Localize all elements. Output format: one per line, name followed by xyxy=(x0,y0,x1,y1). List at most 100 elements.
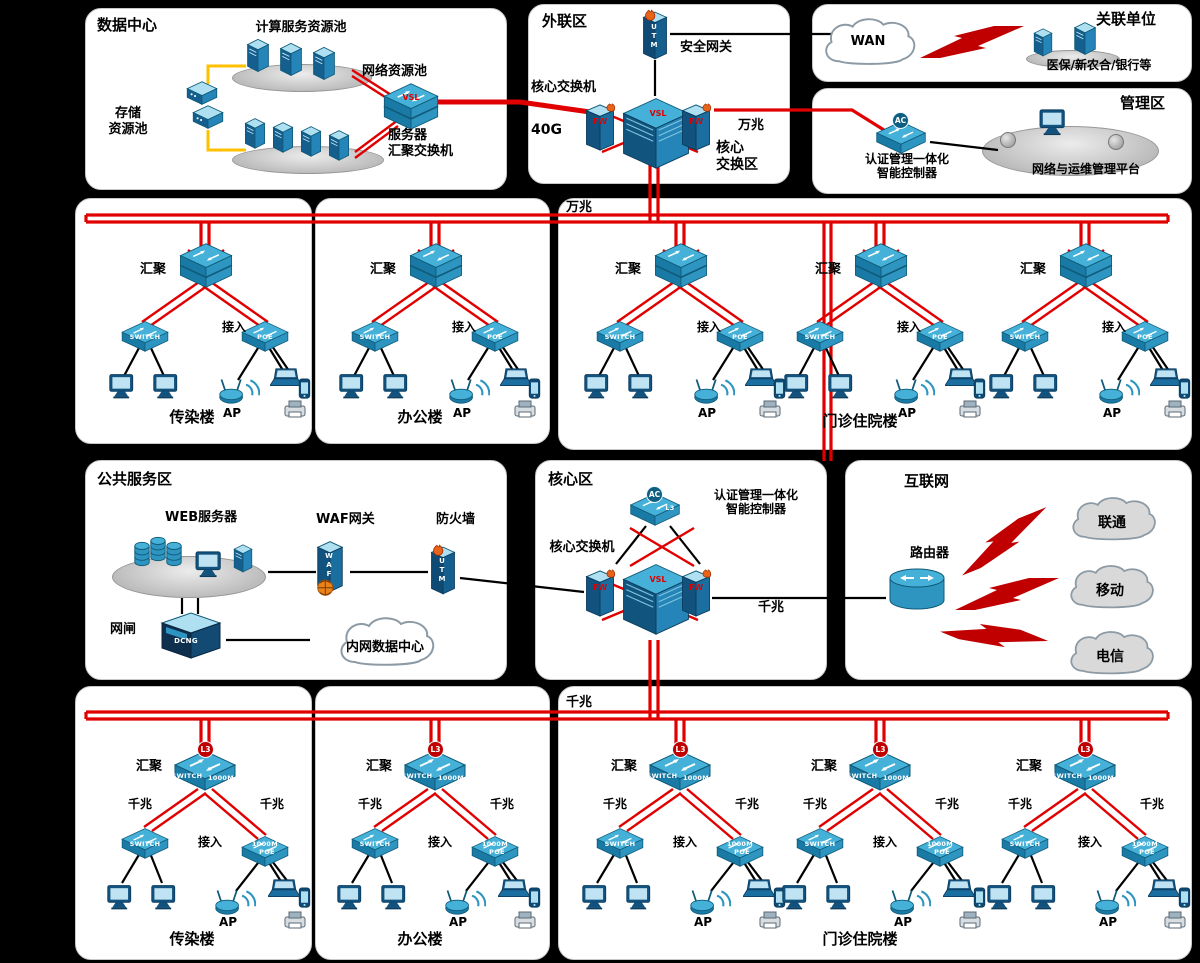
core-area-label-line2: 交换区 xyxy=(716,156,758,173)
switch-text: SWITCH xyxy=(1009,333,1041,341)
wireless-ap-icon xyxy=(214,885,256,917)
compute-server-icon xyxy=(311,44,337,82)
aggregation-label: 汇聚 xyxy=(135,759,162,774)
zone-building1-top xyxy=(75,198,312,444)
ac-badge: AC xyxy=(646,486,663,503)
management-controller-label-line2: 智能控制器 xyxy=(876,166,937,181)
ap-label: AP xyxy=(452,406,472,420)
1000m-text: 1000M xyxy=(1131,840,1159,848)
core-switch-label-bottom: 核心交换机 xyxy=(549,540,615,555)
gigabit-label-left: 千兆 xyxy=(802,797,827,811)
gigabit-label-left: 千兆 xyxy=(127,797,152,811)
pc-icon xyxy=(1032,372,1062,400)
gigabit-label-left: 千兆 xyxy=(1007,797,1032,811)
1000m-text: 1000M xyxy=(682,774,710,782)
pc-icon xyxy=(336,883,366,911)
switch-text: SWITCH xyxy=(171,772,203,780)
pc-icon xyxy=(382,372,412,400)
printer-icon xyxy=(284,911,306,929)
bottom-backbone-label: 千兆 xyxy=(566,695,593,710)
laptop-icon xyxy=(1148,877,1180,901)
switch-text: SWITCH xyxy=(129,840,161,848)
aggregation-switch-stack-icon xyxy=(407,242,465,288)
printer-icon xyxy=(959,911,981,929)
aggregation-switch-stack-icon xyxy=(177,242,235,288)
external-title: 外联区 xyxy=(542,12,588,30)
gear-icon xyxy=(1000,132,1016,148)
zone-core xyxy=(535,460,827,680)
storage-pool-label-line1: 存储 xyxy=(114,106,141,121)
wireless-ap-icon xyxy=(689,885,731,917)
management-controller-label: 认证管理一体化 智能控制器 xyxy=(848,152,966,181)
wireless-ap-icon xyxy=(218,374,260,406)
aggregation-switch-stack-icon xyxy=(852,242,910,288)
firewall-module-icon xyxy=(678,568,714,618)
phone-icon xyxy=(1178,887,1191,908)
internet-title: 互联网 xyxy=(904,472,950,490)
gap-label: 网闸 xyxy=(110,622,137,637)
phone-icon xyxy=(1178,378,1191,399)
intranet-datacenter-label: 内网数据中心 xyxy=(345,640,424,655)
server-agg-label-line2: 汇聚交换机 xyxy=(388,143,454,159)
ap-label: AP xyxy=(448,915,468,929)
gear-icon xyxy=(1108,134,1124,150)
building2-bottom-label: 办公楼 xyxy=(397,930,443,948)
pc-icon xyxy=(152,372,182,400)
switch-text: SWITCH xyxy=(359,840,391,848)
pc-icon xyxy=(988,372,1018,400)
access-label: 接入 xyxy=(427,835,452,849)
wireless-ap-icon xyxy=(889,885,931,917)
management-controller-label-line1: 认证管理一体化 xyxy=(864,152,949,166)
core-area-label: 核心 交换区 xyxy=(716,140,780,174)
building3-top-label: 门诊住院楼 xyxy=(822,412,898,430)
laptop-icon xyxy=(943,877,975,901)
1000m-text: 1000M xyxy=(251,840,279,848)
poe-text: POE xyxy=(487,333,503,341)
storage-unit-icon xyxy=(190,104,226,130)
access-label: 接入 xyxy=(896,320,921,334)
storage-pool-label-line2: 资源池 xyxy=(108,121,148,137)
compute-server-icon xyxy=(278,40,304,78)
management-monitor-icon xyxy=(1038,108,1070,136)
pool-server-icon xyxy=(243,116,267,150)
gigabit-label-right: 千兆 xyxy=(260,797,285,811)
compute-pool-label: 计算服务资源池 xyxy=(255,20,347,35)
fw-text: FW xyxy=(592,117,608,126)
vsl-text: VSL xyxy=(402,93,420,102)
1000m-text: 1000M xyxy=(1087,774,1115,782)
wireless-ap-icon xyxy=(693,374,735,406)
switch-text: SWITCH xyxy=(804,333,836,341)
1000m-text: 1000M xyxy=(481,840,509,848)
firewall-label: 防火墙 xyxy=(436,512,476,527)
phone-icon xyxy=(528,378,541,399)
gigabit-label-left: 千兆 xyxy=(357,797,382,811)
1000m-text: 1000M xyxy=(437,774,465,782)
storage-pool-label: 存储 资源池 xyxy=(96,106,160,137)
wan-text: WAN xyxy=(850,34,886,49)
partners-desc-label: 医保/新农合/银行等 xyxy=(1046,58,1152,72)
fw-text: FW xyxy=(592,583,608,592)
pc-icon xyxy=(986,883,1016,911)
isp-telecom-label: 电信 xyxy=(1096,649,1124,665)
aggregation-label: 汇聚 xyxy=(1019,262,1046,277)
switch-text: SWITCH xyxy=(1009,840,1041,848)
pc-icon xyxy=(827,372,857,400)
server-agg-label: 服务器 汇聚交换机 xyxy=(388,128,480,159)
public-service-title: 公共服务区 xyxy=(97,470,173,488)
poe-text: POE xyxy=(732,333,748,341)
phone-icon xyxy=(298,887,311,908)
partners-title: 关联单位 xyxy=(1096,10,1157,28)
aggregation-label: 汇聚 xyxy=(369,262,396,277)
access-label: 接入 xyxy=(451,320,476,334)
pool-server-icon xyxy=(271,120,295,154)
pc-icon xyxy=(1030,883,1060,911)
building2-top-label: 办公楼 xyxy=(397,408,443,426)
top-backbone-label: 万兆 xyxy=(566,200,593,215)
isp-unicom-label: 联通 xyxy=(1098,515,1126,531)
access-label: 接入 xyxy=(696,320,721,334)
pool-server-icon xyxy=(299,124,323,158)
ac-badge: AC xyxy=(892,112,909,129)
aggregation-label: 汇聚 xyxy=(814,262,841,277)
phone-icon xyxy=(528,887,541,908)
